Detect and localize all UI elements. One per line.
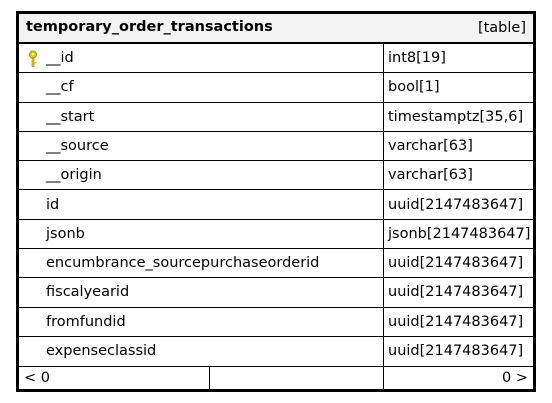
column-name: fromfundid (46, 313, 126, 330)
table-entity-box: temporary_order_transactions [table] __i… (16, 11, 536, 392)
column-type: jsonb[2147483647] (388, 225, 531, 242)
column-type: varchar[63] (388, 137, 473, 154)
column-type: uuid[2147483647] (388, 196, 524, 213)
table-name: temporary_order_transactions (26, 19, 273, 35)
column-row[interactable]: expenseclassid uuid[2147483647] (19, 337, 533, 366)
primary-key-icon (29, 50, 37, 67)
column-row[interactable]: fromfundid uuid[2147483647] (19, 308, 533, 337)
column-divider (383, 44, 384, 389)
column-row[interactable]: __cf bool[1] (19, 73, 533, 103)
column-name: encumbrance_sourcepurchaseorderid (46, 255, 320, 272)
column-type: uuid[2147483647] (388, 284, 524, 301)
column-name: __origin (46, 167, 102, 184)
footer-divider (209, 367, 210, 390)
column-row[interactable]: fiscalyearid uuid[2147483647] (19, 278, 533, 308)
footer-right-count[interactable]: 0 > (502, 370, 528, 386)
column-type: uuid[2147483647] (388, 313, 524, 330)
column-type: timestamptz[35,6] (388, 108, 524, 125)
table-footer: < 0 0 > (19, 366, 533, 390)
column-row[interactable]: __id int8[19] (19, 44, 533, 74)
column-name: __source (46, 137, 109, 154)
column-name: id (46, 196, 60, 213)
column-name: expenseclassid (46, 343, 157, 359)
column-row[interactable]: __source varchar[63] (19, 132, 533, 162)
column-row[interactable]: id uuid[2147483647] (19, 191, 533, 220)
column-type: uuid[2147483647] (388, 343, 524, 359)
column-name: __start (46, 108, 95, 125)
column-type: bool[1] (388, 79, 440, 96)
column-name: __cf (46, 79, 74, 96)
column-name: jsonb (46, 225, 85, 242)
column-row[interactable]: __start timestamptz[35,6] (19, 103, 533, 132)
column-row[interactable]: encumbrance_sourcepurchaseorderid uuid[21… (19, 249, 533, 279)
column-type: int8[19] (388, 50, 446, 66)
table-header: temporary_order_transactions [table] (19, 14, 533, 44)
table-kind-label: [table] (477, 20, 526, 36)
column-name: __id (46, 50, 74, 66)
column-row[interactable]: jsonb jsonb[2147483647] (19, 220, 533, 250)
column-type: uuid[2147483647] (388, 255, 524, 272)
column-name: fiscalyearid (46, 284, 130, 301)
column-type: varchar[63] (388, 167, 473, 184)
column-row[interactable]: __origin varchar[63] (19, 161, 533, 191)
footer-left-count[interactable]: < 0 (24, 370, 50, 386)
